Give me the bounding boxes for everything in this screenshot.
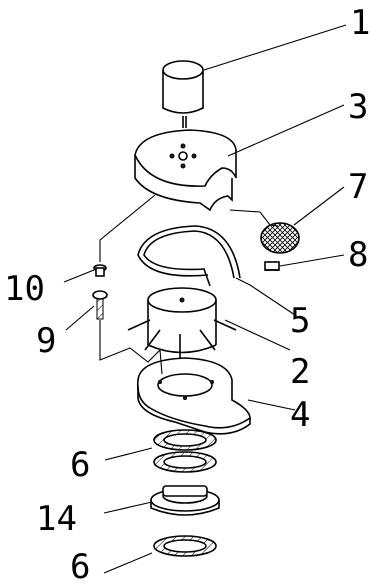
part-2-impeller: [127, 287, 237, 358]
label-7: 7: [348, 167, 368, 207]
part-7-filter: [260, 222, 300, 254]
part-8-clip: [264, 261, 280, 271]
label-4: 4: [290, 395, 310, 435]
label-2: 2: [290, 352, 310, 392]
label-6a: 6: [70, 445, 90, 485]
label-1: 1: [350, 3, 370, 43]
part-5-gasket: [137, 225, 241, 287]
part-14-flange: [150, 485, 220, 516]
label-8: 8: [348, 235, 368, 275]
label-3: 3: [348, 87, 368, 127]
leader-lines: [63, 24, 347, 574]
part-9-screw: [92, 290, 108, 320]
part-6b-bearing: [153, 535, 217, 557]
label-10: 10: [4, 269, 45, 309]
label-6b: 6: [70, 547, 90, 581]
label-14: 14: [36, 499, 77, 539]
part-10-screw: [93, 264, 107, 277]
part-4-bottom-housing: [136, 357, 251, 435]
part-3-top-housing: [134, 129, 237, 212]
label-9: 9: [36, 321, 56, 361]
label-5: 5: [290, 301, 310, 341]
part-1-motor: [162, 60, 204, 128]
part-6a-bearing: [153, 429, 217, 473]
